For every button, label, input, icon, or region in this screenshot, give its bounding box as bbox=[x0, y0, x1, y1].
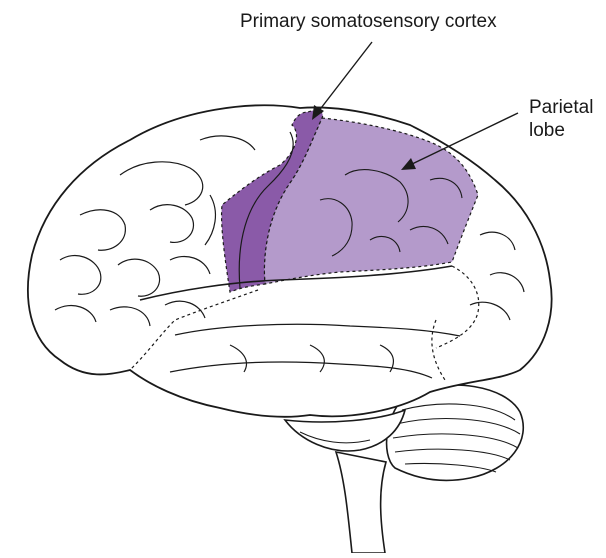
parietal-label-line1: Parietal bbox=[529, 96, 593, 119]
parietal-lobe-label: Parietal lobe bbox=[529, 96, 593, 142]
parietal-label-line2: lobe bbox=[529, 119, 593, 142]
somatosensory-pointer-line bbox=[318, 42, 372, 112]
somatosensory-cortex-label: Primary somatosensory cortex bbox=[240, 10, 497, 33]
brain-stem bbox=[336, 452, 386, 553]
